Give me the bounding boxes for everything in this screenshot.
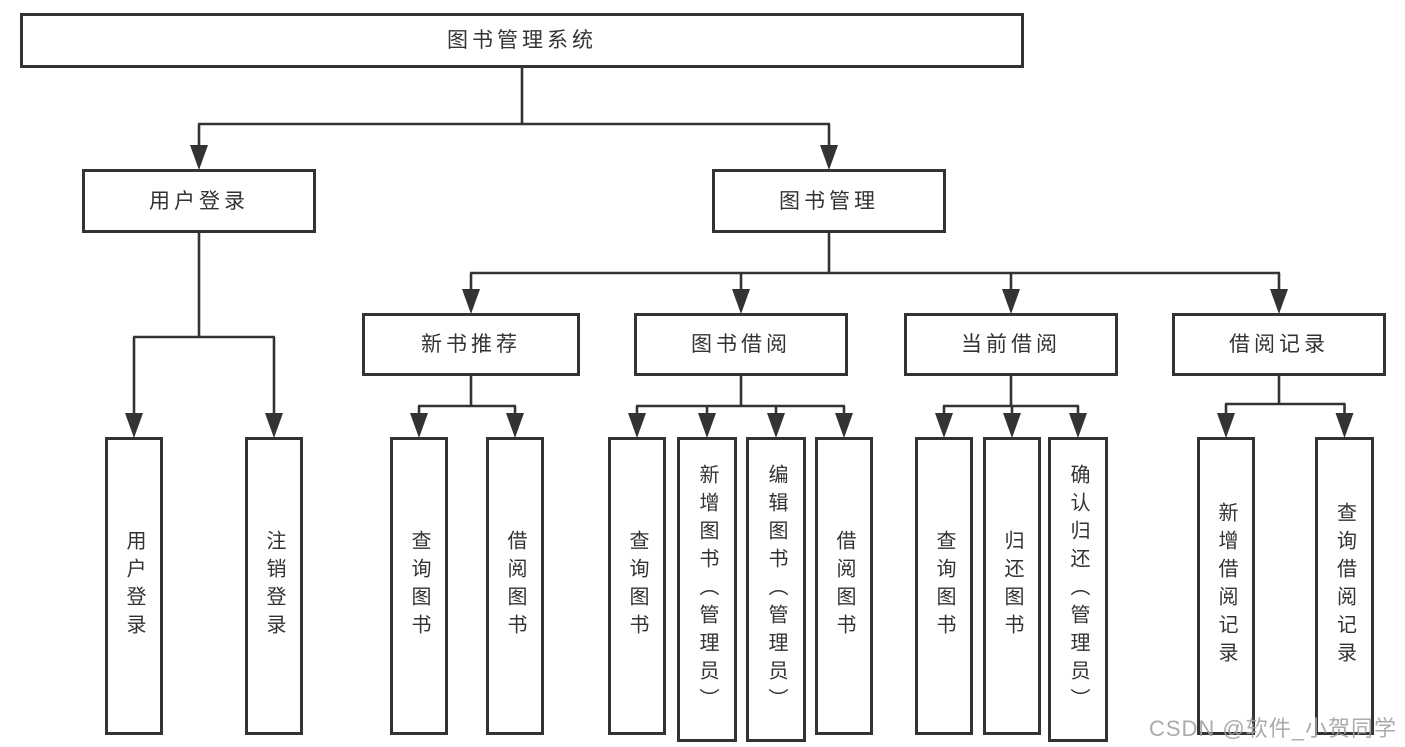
- arrowhead-icon: [125, 413, 143, 438]
- node-leaf-bb-add-books: 新增图书（管理员）: [677, 437, 737, 742]
- arrowhead-icon: [506, 413, 524, 438]
- node-root: 图书管理系统: [20, 13, 1024, 68]
- arrowhead-icon: [767, 413, 785, 438]
- node-new-book-recommend: 新书推荐: [362, 313, 580, 376]
- node-leaf-cb-confirm-return: 确认归还（管理员）: [1048, 437, 1108, 742]
- arrowhead-icon: [732, 289, 750, 314]
- arrowhead-icon: [1217, 413, 1235, 438]
- arrowhead-icon: [820, 145, 838, 170]
- node-user-login: 用户登录: [82, 169, 316, 233]
- node-leaf-nbr-query-books: 查询图书: [390, 437, 448, 735]
- node-leaf-nbr-borrow-books: 借阅图书: [486, 437, 544, 735]
- node-current-borrowing: 当前借阅: [904, 313, 1118, 376]
- arrowhead-icon: [265, 413, 283, 438]
- node-book-management: 图书管理: [712, 169, 946, 233]
- node-leaf-br-query-record: 查询借阅记录: [1315, 437, 1374, 735]
- arrowhead-icon: [1270, 289, 1288, 314]
- arrowhead-icon: [1335, 413, 1354, 438]
- node-borrowing-records: 借阅记录: [1172, 313, 1386, 376]
- node-book-borrowing: 图书借阅: [634, 313, 848, 376]
- node-leaf-user-login: 用户登录: [105, 437, 163, 735]
- arrowhead-icon: [1003, 413, 1021, 438]
- node-leaf-bb-borrow-books: 借阅图书: [815, 437, 873, 735]
- arrowhead-icon: [698, 413, 716, 438]
- arrowhead-icon: [935, 413, 953, 438]
- node-leaf-bb-edit-books: 编辑图书（管理员）: [746, 437, 806, 742]
- watermark-text: CSDN @软件_小贺同学: [1148, 716, 1397, 741]
- arrowhead-icon: [462, 289, 480, 314]
- node-leaf-bb-query-books: 查询图书: [608, 437, 666, 735]
- arrowhead-icon: [410, 413, 428, 438]
- node-leaf-logout: 注销登录: [245, 437, 303, 735]
- node-leaf-cb-return-books: 归还图书: [983, 437, 1041, 735]
- arrowhead-icon: [628, 413, 646, 438]
- arrowhead-icon: [1069, 413, 1087, 438]
- arrowhead-icon: [835, 413, 853, 438]
- node-leaf-cb-query-books: 查询图书: [915, 437, 973, 735]
- arrowhead-icon: [1002, 289, 1020, 314]
- node-leaf-br-add-record: 新增借阅记录: [1197, 437, 1255, 735]
- arrowhead-icon: [190, 145, 208, 170]
